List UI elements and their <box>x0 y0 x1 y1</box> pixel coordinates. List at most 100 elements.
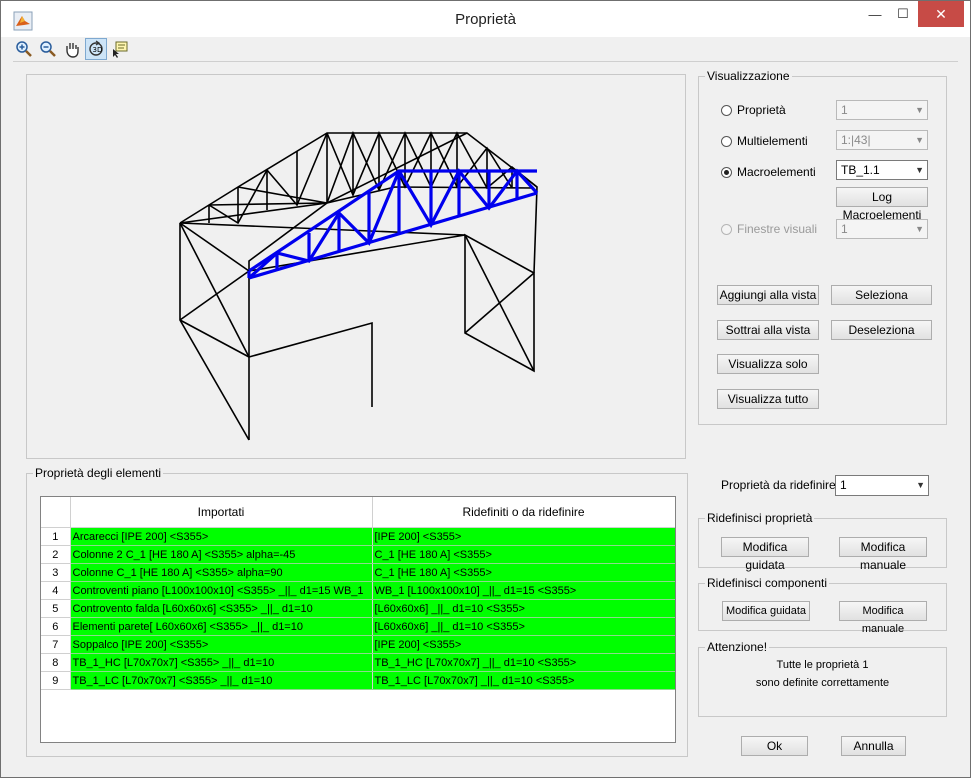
chevron-down-icon: ▼ <box>915 105 924 115</box>
importati-cell[interactable]: Colonne 2 C_1 [HE 180 A] <S355> alpha=-4… <box>70 545 373 564</box>
minimize-button[interactable]: — <box>868 6 882 22</box>
row-number-cell[interactable]: 3 <box>41 563 71 582</box>
zoom-out-icon[interactable] <box>37 38 59 60</box>
ridefiniti-cell[interactable]: [L60x60x6] _||_ d1=10 <S355> <box>372 617 675 636</box>
chevron-down-icon: ▼ <box>915 224 924 234</box>
maximize-button[interactable]: ☐ <box>897 6 909 21</box>
componenti-modifica-guidata-button[interactable]: Modifica guidata <box>722 601 810 621</box>
importati-cell[interactable]: Elementi parete[ L60x60x6] <S355> _||_ d… <box>70 617 373 636</box>
structure-lines <box>179 130 538 441</box>
seleziona-button[interactable]: Seleziona <box>831 285 932 305</box>
row-number-cell[interactable]: 1 <box>41 527 71 546</box>
ridefiniti-cell[interactable]: [IPE 200] <S355> <box>372 635 675 654</box>
selected-macroelement-truss <box>247 168 539 280</box>
zoom-in-icon[interactable] <box>13 38 35 60</box>
ridefiniti-cell[interactable]: [L60x60x6] _||_ d1=10 <S355> <box>372 599 675 618</box>
annulla-button[interactable]: Annulla <box>841 736 906 756</box>
macroelementi-select-value: TB_1.1 <box>841 163 880 177</box>
visualizza-tutto-button[interactable]: Visualizza tutto <box>717 389 819 409</box>
radio-macroelementi[interactable]: Macroelementi <box>721 165 816 179</box>
visualizzazione-panel: Visualizzazione Proprietà 1 ▼ Multieleme… <box>698 69 947 425</box>
importati-cell[interactable]: Arcarecci [IPE 200] <S355> <box>70 527 373 546</box>
radio-multielementi-circle[interactable] <box>721 135 732 147</box>
importati-cell[interactable]: Soppalco [IPE 200] <S355> <box>70 635 373 654</box>
chevron-down-icon: ▼ <box>915 165 924 175</box>
visualizzazione-title: Visualizzazione <box>705 69 792 83</box>
row-number-cell[interactable]: 5 <box>41 599 71 618</box>
row-number-cell[interactable]: 7 <box>41 635 71 654</box>
svg-text:3D: 3D <box>93 46 103 54</box>
macroelementi-select[interactable]: TB_1.1 ▼ <box>836 160 928 180</box>
row-number-cell[interactable]: 6 <box>41 617 71 636</box>
sottrai-alla-vista-button[interactable]: Sottrai alla vista <box>717 320 819 340</box>
ridefiniti-cell[interactable]: [IPE 200] <S355> <box>372 527 675 546</box>
importati-cell[interactable]: Controvento falda [L60x60x6] <S355> _||_… <box>70 599 373 618</box>
aggiungi-alla-vista-button[interactable]: Aggiungi alla vista <box>717 285 819 305</box>
proprieta-elementi-title: Proprietà degli elementi <box>33 466 164 480</box>
ridefiniti-cell[interactable]: WB_1 [L100x100x10] _||_ d1=15 <S355> <box>372 581 675 600</box>
radio-multielementi[interactable]: Multielementi <box>721 134 808 148</box>
title-bar: Proprietà — ☐ ✕ <box>1 1 970 37</box>
chevron-down-icon: ▼ <box>915 135 924 145</box>
structure-3d-view[interactable] <box>26 74 686 459</box>
radio-proprieta[interactable]: Proprietà <box>721 103 786 117</box>
deseleziona-button[interactable]: Deseleziona <box>831 320 932 340</box>
radio-macroelementi-circle[interactable] <box>721 166 732 178</box>
radio-multielementi-label: Multielementi <box>737 134 808 148</box>
visualizza-solo-button[interactable]: Visualizza solo <box>717 354 819 374</box>
radio-proprieta-label: Proprietà <box>737 103 786 117</box>
attenzione-panel: Attenzione! Tutte le proprietà 1 sono de… <box>698 640 947 717</box>
row-number-cell[interactable]: 9 <box>41 671 71 690</box>
proprieta-modifica-manuale-button[interactable]: Modifica manuale <box>839 537 927 572</box>
multielementi-select-value: 1:|43| <box>841 133 871 147</box>
radio-finestre-circle <box>721 223 732 235</box>
componenti-modifica-manuale-button[interactable]: Modifica manuale <box>839 601 927 635</box>
data-cursor-icon[interactable] <box>109 38 131 60</box>
table-header-row: Importati Ridefiniti o da ridefinire <box>41 497 675 528</box>
header-importati[interactable]: Importati <box>70 497 373 528</box>
radio-finestre-label: Finestre visuali <box>737 222 818 236</box>
importati-cell[interactable]: TB_1_LC [L70x70x7] <S355> _||_ d1=10 <box>70 671 373 690</box>
ridefinire-select-value: 1 <box>840 478 847 492</box>
ok-button[interactable]: Ok <box>741 736 808 756</box>
proprieta-da-ridefinire-select[interactable]: 1 ▼ <box>835 475 929 496</box>
importati-cell[interactable]: Controventi piano [L100x100x10] <S355> _… <box>70 581 373 600</box>
log-macroelementi-button[interactable]: Log Macroelementi <box>836 187 928 222</box>
ridefinisci-componenti-panel: Ridefinisci componenti Modifica guidata … <box>698 576 947 635</box>
header-ridefiniti[interactable]: Ridefiniti o da ridefinire <box>372 497 675 528</box>
proprieta-elementi-panel: Proprietà degli elementi <box>26 466 688 757</box>
proprieta-select[interactable]: 1 ▼ <box>836 100 928 120</box>
row-number-cell[interactable]: 8 <box>41 653 71 672</box>
chevron-down-icon: ▼ <box>916 480 925 490</box>
rotate-3d-icon[interactable]: 3D <box>85 38 107 60</box>
ridefiniti-cell[interactable]: TB_1_HC [L70x70x7] _||_ d1=10 <S355> <box>372 653 675 672</box>
radio-proprieta-circle[interactable] <box>721 104 732 116</box>
pan-hand-icon[interactable] <box>61 38 83 60</box>
multielementi-select[interactable]: 1:|43| ▼ <box>836 130 928 150</box>
importati-cell[interactable]: TB_1_HC [L70x70x7] <S355> _||_ d1=10 <box>70 653 373 672</box>
truss-structure-drawing <box>179 130 539 441</box>
proprieta-modifica-guidata-button[interactable]: Modifica guidata <box>721 537 809 572</box>
ridefiniti-cell[interactable]: C_1 [HE 180 A] <S355> <box>372 545 675 564</box>
attenzione-message-line1: Tutte le proprietà 1 <box>776 659 869 671</box>
row-number-cell[interactable]: 4 <box>41 581 71 600</box>
finestre-select-value: 1 <box>841 222 848 236</box>
row-number-cell[interactable]: 2 <box>41 545 71 564</box>
figure-toolbar: 3D <box>13 38 953 60</box>
ridefiniti-cell[interactable]: C_1 [HE 180 A] <S355> <box>372 563 675 582</box>
close-button[interactable]: ✕ <box>918 1 964 27</box>
toolbar-divider <box>13 61 958 62</box>
importati-cell[interactable]: Colonne C_1 [HE 180 A] <S355> alpha=90 <box>70 563 373 582</box>
ridefiniti-cell[interactable]: TB_1_LC [L70x70x7] _||_ d1=10 <S355> <box>372 671 675 690</box>
